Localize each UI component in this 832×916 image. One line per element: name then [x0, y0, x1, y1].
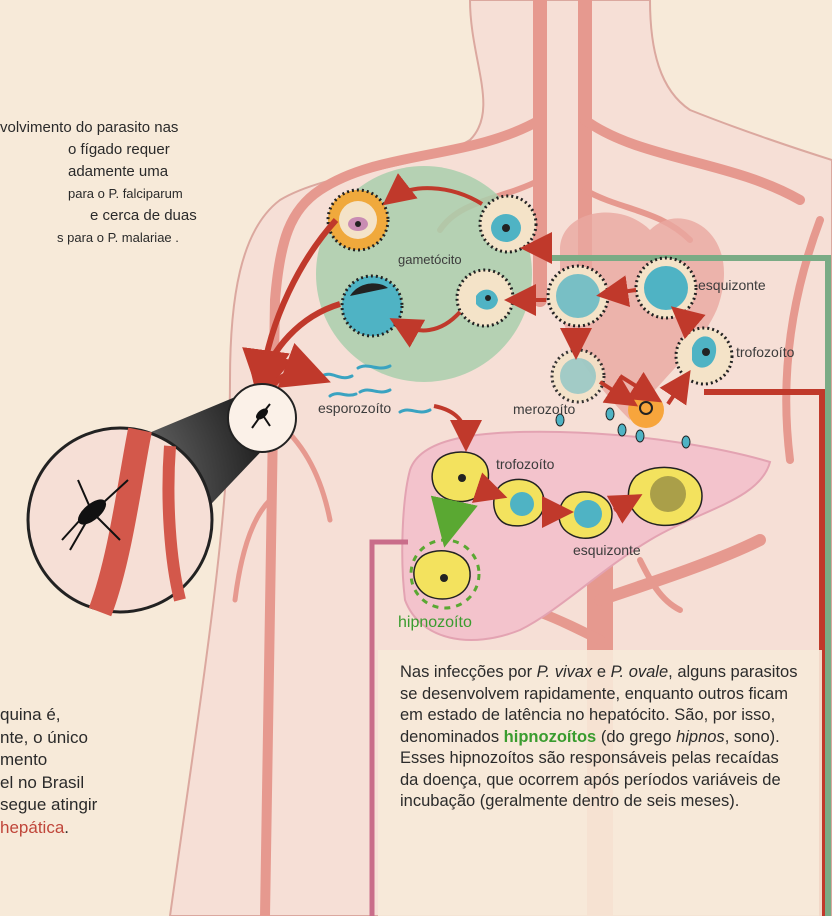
prim-line: segue atingir	[0, 794, 220, 817]
intro-line: o fígado requer	[0, 139, 250, 161]
intro-line: adamente uma	[0, 161, 250, 183]
intro-line: e cerca de duas	[0, 205, 250, 227]
hipnozoite-info-text: Nas infecções por P. vivax e P. ovale, a…	[400, 662, 800, 813]
intro-line: volvimento do parasito nas	[0, 117, 250, 139]
label-hipnozoito: hipnozoíto	[398, 614, 472, 632]
label-gametocito: gametócito	[398, 252, 462, 267]
label-esquizonte-top: esquizonte	[698, 277, 766, 293]
label-trofozoito-top: trofozoíto	[736, 344, 794, 360]
label-trofozoito-liver: trofozoíto	[496, 456, 554, 472]
info-vivax: P. vivax	[537, 663, 593, 681]
prim-line: hepática.	[0, 817, 220, 840]
info-text-part: (do grego	[596, 728, 676, 746]
label-esquizonte-liver: esquizonte	[573, 542, 641, 558]
info-text-part: e	[592, 663, 610, 681]
label-esporozoito: esporozoíto	[318, 400, 391, 416]
prim-hepatica: hepática	[0, 818, 64, 837]
intro-text: volvimento do parasito nas o fígado requ…	[0, 117, 250, 249]
intro-line: s para o P. malariae .	[0, 227, 250, 249]
prim-line: nte, o único	[0, 727, 220, 750]
intro-line: para o P. falciparum	[0, 183, 250, 205]
info-hipnos: hipnos	[676, 728, 725, 746]
primaquina-text: quina é, nte, o único mento el no Brasil…	[0, 704, 220, 839]
info-text-part: Nas infecções por	[400, 663, 537, 681]
info-hipnozoitos: hipnozoítos	[504, 728, 597, 746]
prim-period: .	[64, 818, 69, 837]
prim-line: mento	[0, 749, 220, 772]
label-merozoito: merozoíto	[513, 401, 575, 417]
prim-line: el no Brasil	[0, 772, 220, 795]
info-ovale: P. ovale	[611, 663, 669, 681]
prim-line: quina é,	[0, 704, 220, 727]
